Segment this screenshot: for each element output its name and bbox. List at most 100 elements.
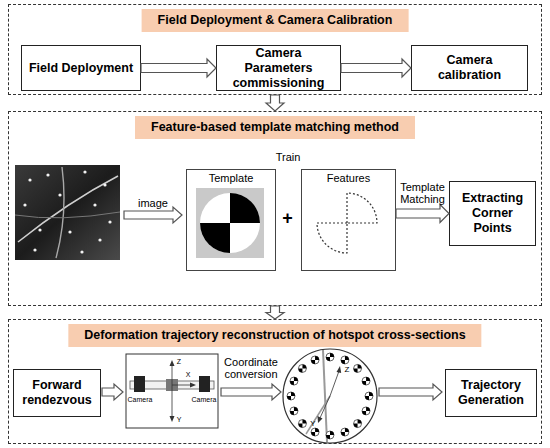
photo-target: [80, 250, 83, 253]
block-arrow: [141, 59, 216, 77]
box-label: Camera Parameters commissioning: [221, 46, 336, 91]
template-quadrant: [230, 193, 260, 223]
section-heading: Deformation trajectory reconstruction of…: [68, 324, 481, 347]
target-quadrant: [290, 381, 294, 385]
photo-cable: [15, 212, 120, 218]
target-quadrant: [311, 432, 315, 436]
target-quadrant: [365, 396, 369, 400]
target-quadrant: [294, 377, 298, 381]
photo-target: [23, 203, 26, 206]
photo-target: [58, 193, 61, 196]
template-background: [196, 188, 264, 258]
target-marker: [362, 377, 370, 385]
photo-cable: [18, 176, 118, 242]
target-disc: [365, 392, 373, 400]
site-photo: [15, 165, 120, 260]
axis-line: [172, 385, 191, 386]
template-quadrant: [200, 223, 230, 253]
cross-section: [283, 349, 377, 443]
target-marker: [365, 392, 373, 400]
axis-head: [170, 360, 175, 366]
target-quadrant: [291, 392, 295, 396]
photo-target: [68, 230, 71, 233]
block-arrow: [266, 95, 284, 111]
axis-head: [337, 366, 342, 373]
camera-symbol: [134, 376, 145, 392]
block-arrow: [341, 59, 411, 77]
photo-target: [98, 238, 101, 241]
flow-arrow: [221, 384, 281, 400]
section-panel: Field Deployment & Camera CalibrationFie…: [8, 4, 542, 95]
target-quadrant: [302, 420, 306, 424]
target-quadrant: [362, 381, 366, 385]
template-disc: [200, 193, 260, 253]
target-disc: [298, 364, 306, 372]
block-arrow: [396, 205, 449, 223]
image-box: Features: [301, 169, 396, 271]
target-disc: [326, 431, 334, 439]
flow-arrow: [124, 207, 182, 223]
photo-cable: [56, 167, 64, 258]
box-label: Features: [302, 172, 395, 184]
target-quadrant: [330, 353, 334, 357]
target-quadrant: [290, 411, 294, 415]
flow-label: Coordinate conversion: [219, 356, 283, 380]
process-box: Forward rendezvous: [13, 369, 101, 417]
target-marker: [298, 364, 306, 372]
target-quadrant: [311, 360, 315, 364]
photo-target: [83, 170, 86, 173]
template-image: [196, 188, 264, 258]
flow-arrow: [379, 384, 442, 400]
axis-line: [172, 364, 173, 385]
target-quadrant: [341, 360, 345, 364]
target-disc: [311, 356, 319, 364]
axis-head: [190, 383, 196, 388]
axis-line: [320, 396, 330, 418]
target-quadrant: [366, 377, 370, 381]
camera-rig: [126, 354, 218, 428]
target-quadrant: [298, 368, 302, 372]
target-disc: [354, 364, 362, 372]
photo-background: [15, 165, 120, 260]
photo-target: [28, 178, 31, 181]
section-panel: Deformation trajectory reconstruction of…: [8, 319, 542, 444]
target-quadrant: [362, 411, 366, 415]
target-quadrant: [298, 424, 302, 428]
section-heading: Feature-based template matching method: [135, 116, 415, 139]
target-marker: [326, 353, 334, 361]
process-box: Camera Parameters commissioning: [216, 45, 341, 91]
target-quadrant: [358, 364, 362, 368]
target-disc: [362, 377, 370, 385]
target-quadrant: [302, 364, 306, 368]
target-marker: [311, 428, 319, 436]
target-marker: [341, 356, 349, 364]
axis-line: [172, 385, 173, 418]
target-quadrant: [294, 407, 298, 411]
target-disc: [290, 407, 298, 415]
target-quadrant: [287, 396, 291, 400]
axis-head: [318, 416, 323, 423]
section-outline: [283, 349, 377, 443]
photo-target: [38, 228, 41, 231]
target-quadrant: [330, 431, 334, 435]
process-box: Field Deployment: [21, 45, 141, 91]
target-quadrant: [345, 356, 349, 360]
target-disc: [341, 356, 349, 364]
target-quadrant: [345, 428, 349, 432]
process-box: Extracting Corner Points: [449, 181, 536, 246]
target-quadrant: [326, 357, 330, 361]
box-label: Camera calibration: [416, 53, 523, 83]
photo-target: [103, 183, 106, 186]
target-marker: [354, 420, 362, 428]
target-disc: [326, 353, 334, 361]
target-disc: [298, 420, 306, 428]
section-line: [323, 350, 327, 442]
target-quadrant: [358, 420, 362, 424]
rig-frame: [126, 354, 218, 428]
target-marker: [298, 420, 306, 428]
box-label: Field Deployment: [29, 61, 133, 76]
target-quadrant: [341, 432, 345, 436]
flow-label: image: [138, 197, 168, 209]
